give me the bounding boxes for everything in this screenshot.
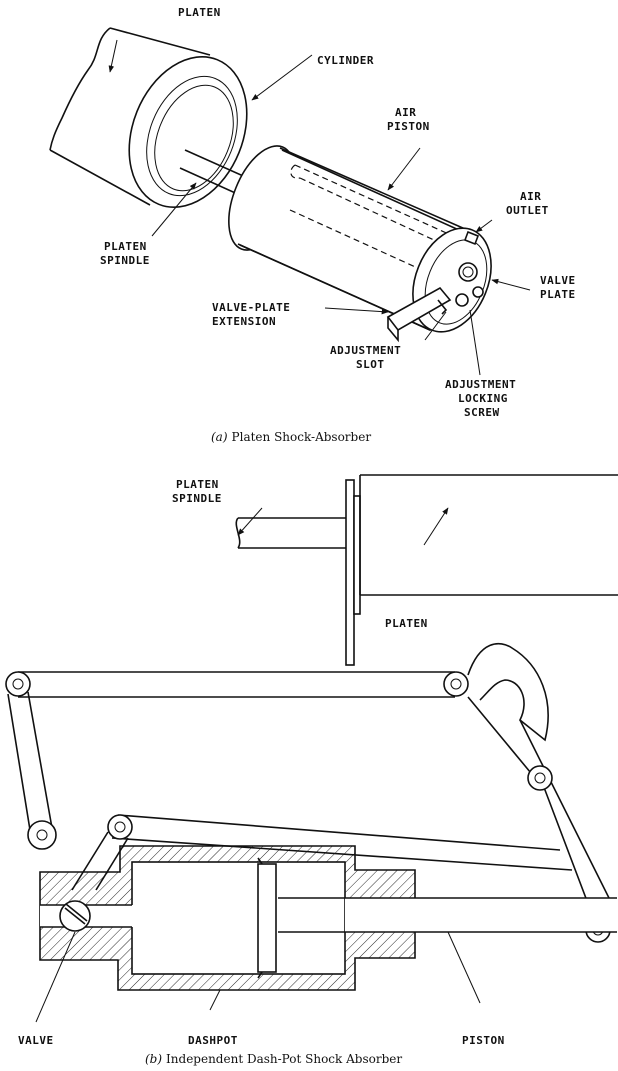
label-adj-locking-line2: LOCKING — [458, 392, 508, 405]
label-air-outlet-line2: OUTLET — [506, 204, 549, 217]
label-b-platen-spindle-line2: SPINDLE — [172, 492, 222, 505]
label-adjustment-slot-line2: SLOT — [356, 358, 385, 371]
label-b-platen: PLATEN — [385, 617, 428, 630]
caption-b-letter: (b) — [145, 1052, 162, 1066]
label-vp-extension-line1: VALVE-PLATE — [212, 301, 290, 314]
label-vp-extension-line2: EXTENSION — [212, 315, 276, 328]
linkage — [5, 642, 611, 943]
label-valve-plate-line1: VALVE — [540, 274, 576, 287]
label-b-dashpot: DASHPOT — [188, 1034, 238, 1047]
label-air-outlet-line1: AIR — [520, 190, 541, 203]
caption-b-text: Independent Dash-Pot Shock Absorber — [166, 1052, 402, 1066]
platen-body — [49, 27, 248, 208]
caption-b: (b) Independent Dash-Pot Shock Absorber — [145, 1052, 402, 1066]
label-valve-plate-line2: PLATE — [540, 288, 576, 301]
label-b-valve: VALVE — [18, 1034, 54, 1047]
figure-a-platen-shock-absorber: PLATEN CYLINDER AIR PISTON AIR OUTLET PL… — [49, 6, 576, 444]
figure-a-leaders — [108, 39, 531, 376]
platen-assembly — [235, 474, 618, 666]
caption-a-text: Platen Shock-Absorber — [232, 430, 372, 444]
label-adjustment-slot-line1: ADJUSTMENT — [330, 344, 401, 357]
figure-b-dashpot-shock-absorber: PLATEN SPINDLE PLATEN VALVE DASHPOT PIST… — [5, 474, 618, 1066]
label-platen-spindle-line1: PLATEN — [104, 240, 147, 253]
label-b-piston: PISTON — [462, 1034, 505, 1047]
label-adj-locking-line3: SCREW — [464, 406, 500, 419]
label-air-piston-line1: AIR — [395, 106, 416, 119]
figure-b-labels: PLATEN SPINDLE PLATEN VALVE DASHPOT PIST… — [18, 478, 505, 1047]
label-platen: PLATEN — [178, 6, 221, 19]
dashpot-body — [39, 845, 617, 991]
figure-b-leaders — [35, 507, 481, 1023]
caption-a: (a) Platen Shock-Absorber — [211, 430, 371, 444]
label-b-platen-spindle-line1: PLATEN — [176, 478, 219, 491]
label-adj-locking-line1: ADJUSTMENT — [445, 378, 516, 391]
label-air-piston-line2: PISTON — [387, 120, 430, 133]
figure-a-labels: PLATEN CYLINDER AIR PISTON AIR OUTLET PL… — [100, 6, 576, 419]
caption-a-letter: (a) — [211, 430, 228, 444]
label-cylinder: CYLINDER — [317, 54, 374, 67]
air-piston — [228, 145, 492, 343]
label-platen-spindle-line2: SPINDLE — [100, 254, 150, 267]
